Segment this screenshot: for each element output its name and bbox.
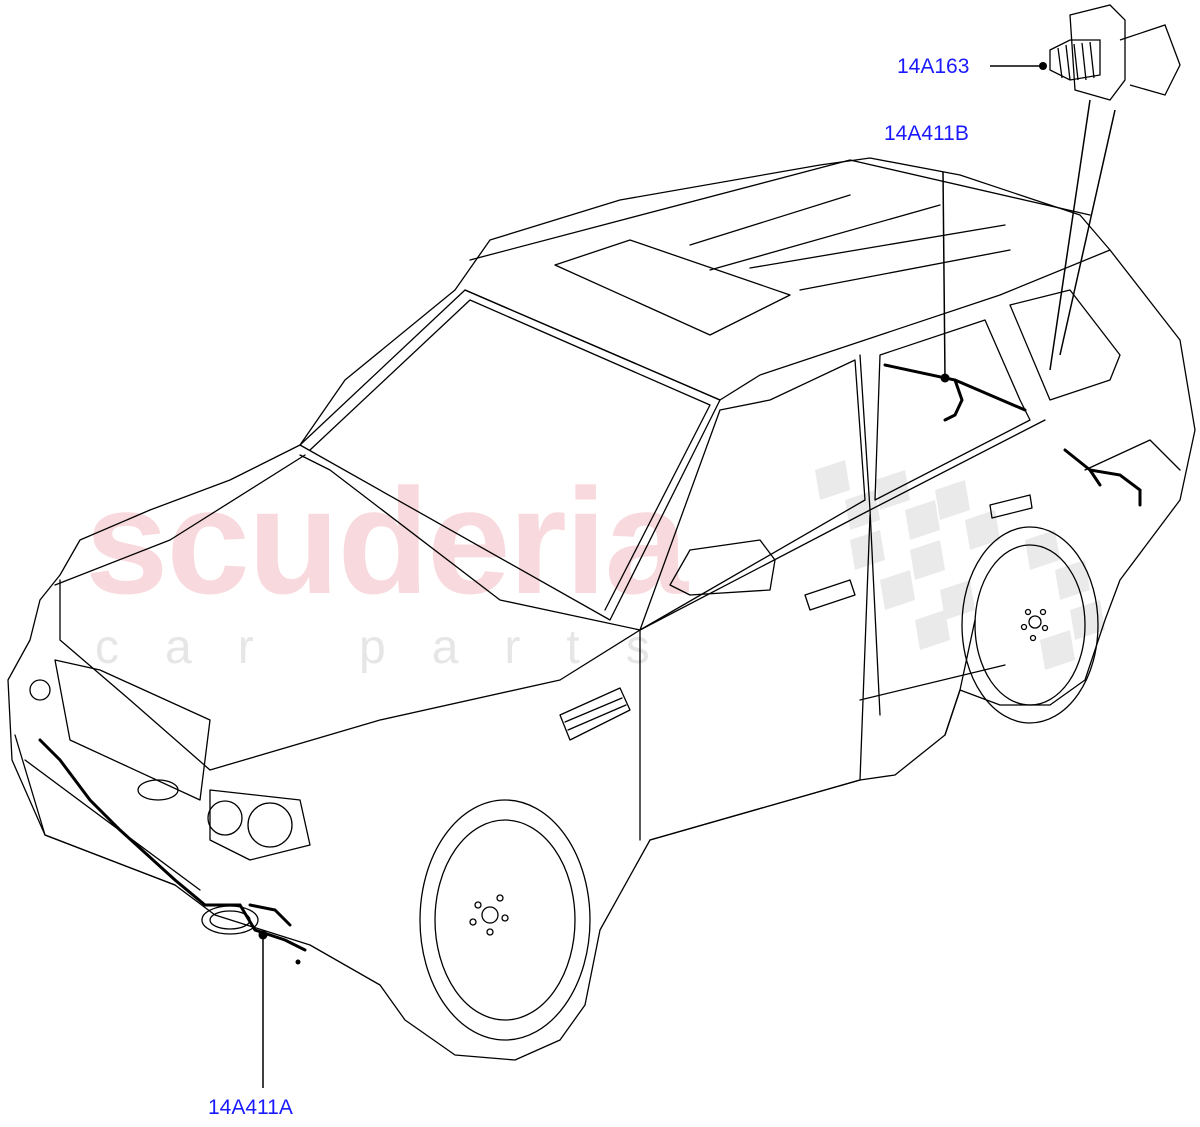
harness-rear-door [883,363,1027,412]
windshield [299,289,721,621]
clip-component [1049,4,1181,101]
watermark-brand: scuderia [85,457,688,625]
watermark-sub: car parts [95,621,696,674]
checkered-flag-watermark [815,460,1105,670]
leader-14A411B [942,171,946,379]
harness-front [38,738,307,952]
door-handle [804,579,856,611]
fender-vent [559,687,631,741]
side-mirror [669,539,776,596]
grille [54,659,211,801]
callout-label-14A163[interactable]: 14A163 [897,55,970,78]
front-door-window [639,359,866,631]
body-outline [7,157,1196,1061]
front-wheel [434,819,576,1021]
sunroof [554,239,791,336]
headlight [209,789,311,861]
callout-label-14A411A[interactable]: 14A411A [208,1096,293,1119]
rear-quarter-window [1009,289,1121,401]
callout-label-14A411B[interactable]: 14A411B [884,122,969,145]
harness-rear-wheelarch [1063,448,1142,507]
rear-wheel [974,544,1086,706]
